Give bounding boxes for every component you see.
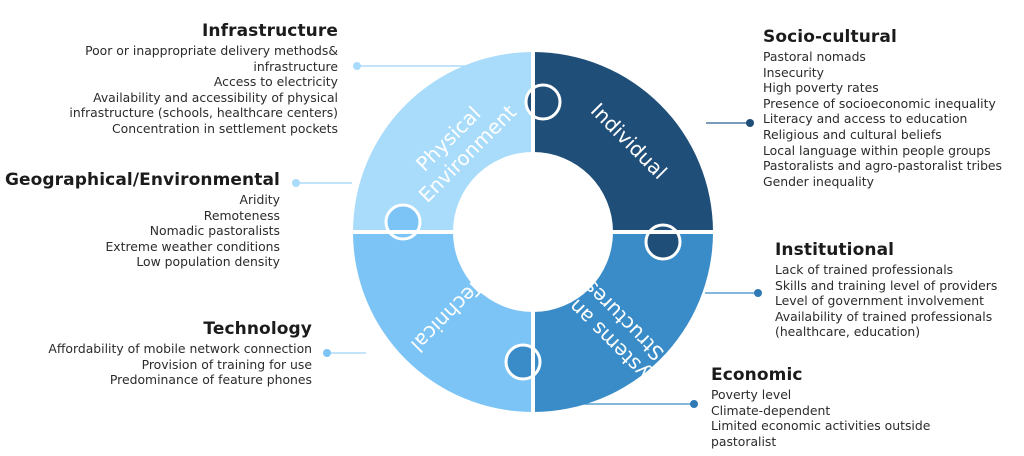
list-item: Gender inequality (763, 173, 874, 189)
list-item: Insecurity (763, 64, 824, 80)
list-item: (healthcare, education) (775, 324, 921, 340)
institutional-block: Institutional Lack of trained profession… (775, 240, 1021, 340)
list-item: Pastoralists and agro-pastoralist tribes (763, 158, 1003, 174)
economic-list: Poverty level Climate-dependent Limited … (711, 387, 1011, 449)
knob-outline-bottom (504, 343, 542, 381)
center-hole (455, 154, 611, 310)
list-item: High poverty rates (763, 80, 879, 96)
sociocultural-block: Socio-cultural Pastoral nomads Insecurit… (763, 27, 1021, 189)
institutional-list: Lack of trained professionals Skills and… (775, 262, 1021, 340)
list-item: Predominance of feature phones (109, 372, 312, 388)
list-item: Religious and cultural beliefs (763, 126, 942, 142)
geographical-block: Geographical/Environmental Aridity Remot… (0, 170, 280, 270)
economic-block: Economic Poverty level Climate-dependent… (711, 365, 1011, 449)
infrastructure-list: Poor or inappropriate delivery methods& … (38, 43, 338, 137)
list-item: Access to electricity (213, 74, 338, 90)
technology-list: Affordability of mobile network connecti… (12, 341, 312, 388)
knob-outline-left (384, 203, 422, 241)
segment-individual (533, 52, 713, 232)
knob-outline-top (524, 83, 562, 121)
list-item: Availability and accessibility of physic… (93, 89, 338, 105)
connector-dot-infrastructure (353, 62, 361, 70)
connector-dot-technology (323, 349, 331, 357)
geographical-list: Aridity Remoteness Nomadic pastoralists … (0, 192, 280, 270)
technology-title: Technology (203, 319, 312, 339)
list-item: Local language within people groups (763, 142, 991, 158)
list-item: Availability of trained professionals (775, 308, 993, 324)
institutional-title: Institutional (775, 240, 895, 260)
list-item: Poor or inappropriate delivery methods& (85, 43, 338, 58)
list-item: Aridity (239, 192, 280, 207)
list-item: Literacy and access to education (763, 111, 968, 127)
list-item: Climate-dependent (711, 402, 831, 418)
connector-dot-geographical (292, 179, 300, 187)
segment-technical (353, 232, 533, 412)
list-item: Provision of training for use (141, 356, 312, 372)
sociocultural-title: Socio-cultural (763, 27, 897, 47)
list-item: Presence of socioeconomic inequality (763, 95, 996, 111)
list-item: Nomadic pastoralists (149, 223, 280, 239)
technology-block: Technology Affordability of mobile netwo… (12, 319, 312, 388)
list-item: Limited economic activities outside (711, 418, 931, 434)
knob-outline-right (644, 223, 682, 261)
sociocultural-list: Pastoral nomads Insecurity High poverty … (763, 49, 1021, 189)
list-item: Skills and training level of providers (775, 277, 998, 293)
economic-title: Economic (711, 365, 803, 385)
segment-physical-environment (353, 52, 533, 232)
list-item: pastoralist (711, 433, 777, 449)
list-item: infrastructure (253, 58, 338, 74)
list-item: Lack of trained professionals (775, 262, 954, 277)
infrastructure-title: Infrastructure (201, 21, 338, 41)
infrastructure-block: Infrastructure Poor or inappropriate del… (38, 21, 338, 137)
list-item: Extreme weather conditions (105, 238, 280, 254)
connector-dot-institutional (754, 289, 762, 297)
list-item: Pastoral nomads (763, 49, 866, 64)
list-item: Level of government involvement (775, 293, 985, 309)
list-item: Poverty level (711, 387, 792, 402)
list-item: Low population density (136, 254, 280, 270)
connector-dot-economic (690, 400, 698, 408)
list-item: Concentration in settlement pockets (112, 120, 338, 136)
list-item: Affordability of mobile network connecti… (48, 341, 312, 356)
ring-segments (351, 50, 715, 414)
connector-dot-sociocultural (746, 119, 754, 127)
list-item: infrastructure (schools, healthcare cent… (69, 105, 338, 121)
list-item: Remoteness (203, 207, 280, 223)
geographical-title: Geographical/Environmental (4, 170, 280, 190)
segment-systems-and-structures (533, 232, 713, 412)
